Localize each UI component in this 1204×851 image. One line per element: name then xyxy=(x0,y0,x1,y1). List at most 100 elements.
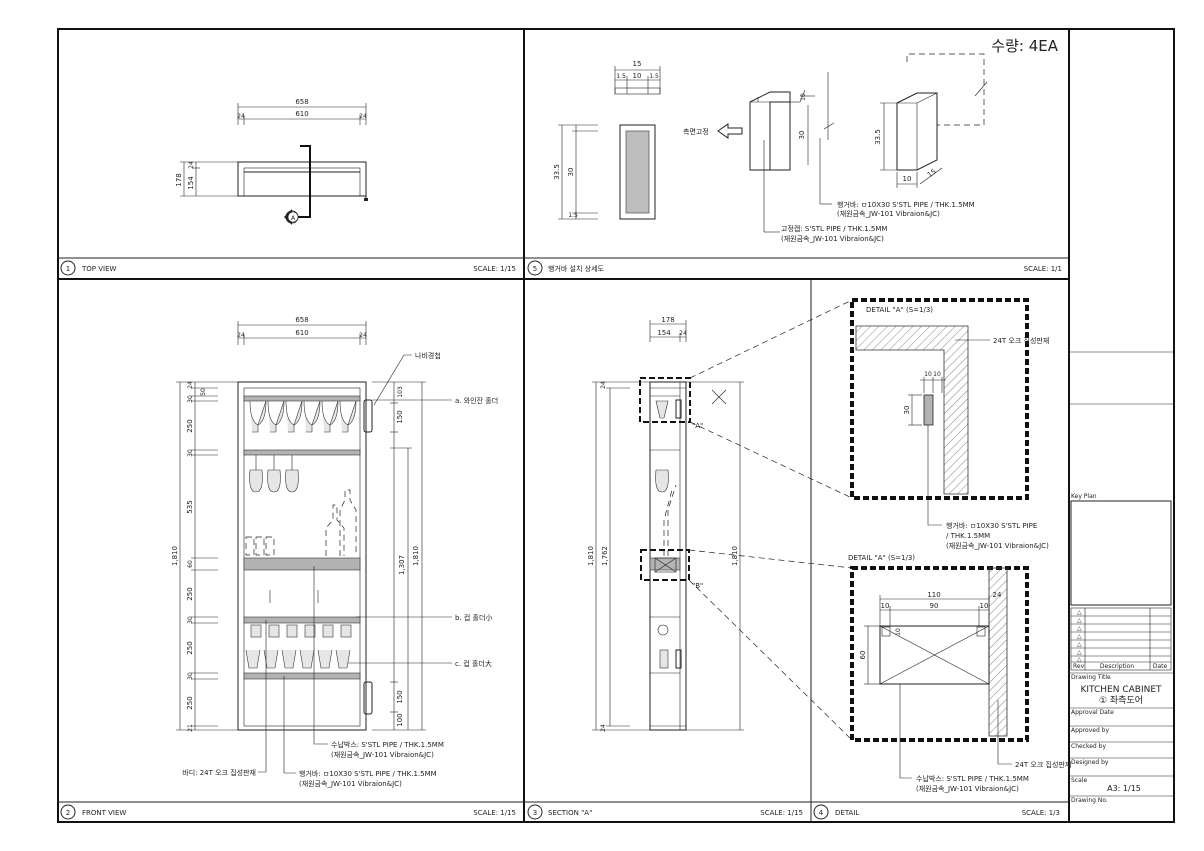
dim-r-103: 103 xyxy=(397,386,404,398)
mark-b: "B" xyxy=(692,582,703,590)
caption-title: DETAIL xyxy=(835,809,859,817)
caption-top-view: 1 TOP VIEW SCALE: 1/15 xyxy=(60,260,516,276)
caption-scale: SCALE: 1/15 xyxy=(760,809,803,817)
dim-1810b: 1,810 xyxy=(731,546,739,566)
fix-cap-sub: (재원금속_JW-101 Vibraion&JC) xyxy=(781,234,884,243)
rev-mark: △ xyxy=(1077,656,1082,663)
dim-seg-3: 30 xyxy=(187,395,194,403)
dim-depth-top: 24 xyxy=(188,161,195,169)
section-a-drawing: 178 154 24 "A" "B" 1,810 xyxy=(587,299,853,741)
rev-mark: △ xyxy=(1077,641,1082,648)
caption-detail: 4 DETAIL SCALE: 1/3 xyxy=(813,804,1060,820)
caption-scale: SCALE: 1/15 xyxy=(473,265,516,273)
dim-r-1307: 1,307 xyxy=(398,555,406,575)
caption-front-view: 2 FRONT VIEW SCALE: 1/15 xyxy=(60,804,516,820)
detail-b-title: DETAIL "A" (S=1/3) xyxy=(848,554,915,562)
dim-10e: 10 xyxy=(895,628,902,636)
oak-label-b: 24T 오크 집성판재 xyxy=(1015,760,1071,769)
rev-mark: △ xyxy=(1077,609,1082,616)
storage-label: 수납박스: S'STL PIPE / THK.1.5MM xyxy=(916,774,1029,783)
front-view-drawing: 658 610 24 24 xyxy=(171,316,498,788)
dim-110: 110 xyxy=(927,591,940,599)
rev-header: Rev xyxy=(1073,663,1085,670)
approval-date-label: Approval Date xyxy=(1071,709,1114,716)
dim-r-1810: 1,810 xyxy=(412,546,420,566)
dim-10c: 10 xyxy=(903,175,912,183)
left-segment-ticks xyxy=(191,387,218,727)
storage-box-sub: (재원금속_JW-101 Vibraion&JC) xyxy=(331,750,434,759)
dim-10c: 10 xyxy=(881,602,890,610)
dim-60: 60 xyxy=(859,651,867,660)
description-header: Description xyxy=(1100,663,1134,670)
hanger-detail-drawing: 수량: 4EA 15 1.5 10 1.5 33.5 30 1.5 측면고정 xyxy=(553,37,1059,243)
caption-number: 1 xyxy=(66,265,70,273)
dim-24b: 24 xyxy=(600,381,607,389)
caption-title: 행거바 설치 상세도 xyxy=(548,264,605,273)
dim-10d: 10 xyxy=(980,602,989,610)
dim-seg-4: 250 xyxy=(186,419,194,432)
rev-mark: △ xyxy=(1077,649,1082,656)
dim-seg-1: 24 xyxy=(187,381,194,389)
dim-90: 90 xyxy=(930,602,939,610)
dim-seg-13: 21 xyxy=(187,724,194,732)
caption-scale: SCALE: 1/1 xyxy=(1024,265,1062,273)
dim-seg-5: 30 xyxy=(187,449,194,457)
hanger-label: 행거바: ㅁ10X30 S'STL PIPE xyxy=(946,521,1037,530)
hanger-bar-label: 행거바: ㅁ10X30 S'STL PIPE / THK.1.5MM xyxy=(837,200,975,209)
detail-drawing: DETAIL "A" (S=1/3) 24T 오크 집성판재 10 10 30 … xyxy=(848,298,1071,793)
approved-by-label: Approved by xyxy=(1071,727,1109,734)
dim-r-150a: 150 xyxy=(396,410,404,423)
side-fix-label: 측면고정 xyxy=(683,127,709,136)
dim-10b: 10 xyxy=(933,371,941,378)
drawing-no-label: Drawing No. xyxy=(1071,797,1108,804)
wine-glass-row xyxy=(249,400,357,433)
dim-33-5b: 33.5 xyxy=(874,129,882,145)
label-a: a. 와인잔 홀더 xyxy=(455,396,498,405)
checked-by-label: Checked by xyxy=(1071,743,1106,750)
dim-10: 10 xyxy=(633,72,642,80)
rev-mark: △ xyxy=(1077,617,1082,624)
hanger-sub: (재원금속_JW-101 Vibraion&JC) xyxy=(946,541,1049,550)
detail-a-title: DETAIL "A" (S=1/3) xyxy=(866,306,933,314)
caption-hanger-detail: 5 행거바 설치 상세도 SCALE: 1/1 xyxy=(527,260,1062,276)
dim-seg-7: 60 xyxy=(187,560,194,568)
storage-box-label: 수납박스: S'STL PIPE / THK.1.5MM xyxy=(331,740,444,749)
section-marker: A xyxy=(291,215,296,222)
drawing-title-label: Drawing Title xyxy=(1071,674,1111,681)
dim-24c: 24 xyxy=(600,724,607,732)
dim-total-height: 1,810 xyxy=(171,546,179,566)
hanger-label-2: / THK.1.5MM xyxy=(946,532,990,540)
scale-value: A3: 1/15 xyxy=(1107,784,1141,793)
dim-r-100: 100 xyxy=(396,713,404,726)
storage-sub: (재원금속_JW-101 Vibraion&JC) xyxy=(916,784,1019,793)
hanger-bar-sub: (재원금속_JW-101 Vibraion&JC) xyxy=(837,209,940,218)
oak-label: 24T 오크 집성판재 xyxy=(993,336,1049,345)
dim-left: 24 xyxy=(237,113,245,120)
dim-1762: 1,762 xyxy=(601,546,609,566)
dim-right: 24 xyxy=(359,113,367,120)
rev-mark: △ xyxy=(1077,633,1082,640)
top-view-drawing: 658 610 24 24 178 154 24 A xyxy=(175,98,368,225)
label-c: c. 컵 홀더大 xyxy=(455,659,492,668)
bottles xyxy=(245,489,357,556)
caption-scale: SCALE: 1/15 xyxy=(473,809,516,817)
hanger-bar-label: 행거바: ㅁ10X30 S'STL PIPE / THK.1.5MM xyxy=(299,769,437,778)
dim-depth-inner: 154 xyxy=(187,176,195,190)
label-b: b. 컵 홀더小 xyxy=(455,613,492,622)
dim-1-5b: 1.5 xyxy=(649,73,659,80)
caption-number: 5 xyxy=(533,265,537,273)
hanger-bar-sub: (재원금속_JW-101 Vibraion&JC) xyxy=(299,779,402,788)
caption-number: 2 xyxy=(66,809,70,817)
mark-a: "A" xyxy=(692,422,703,430)
dim-left: 24 xyxy=(237,332,245,339)
dim-24: 24 xyxy=(679,330,687,337)
rev-mark: △ xyxy=(1077,625,1082,632)
dim-r-150b: 150 xyxy=(396,690,404,703)
dim-154: 154 xyxy=(657,329,671,337)
dim-seg-12: 250 xyxy=(186,696,194,709)
dim-inner: 610 xyxy=(295,110,308,118)
dim-15b: 15 xyxy=(926,168,938,180)
caption-number: 4 xyxy=(819,809,824,817)
key-plan-label: Key Plan xyxy=(1071,493,1097,500)
